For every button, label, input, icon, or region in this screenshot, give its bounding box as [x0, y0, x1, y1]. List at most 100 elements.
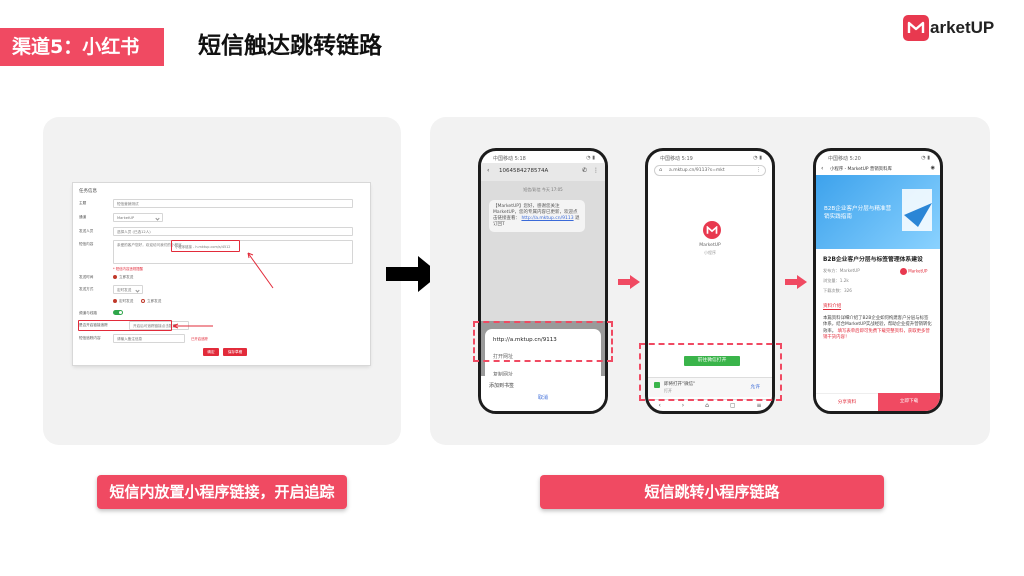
back-icon[interactable]: ‹ — [821, 165, 824, 172]
browser-address-bar[interactable]: ⌂ a.mktup.cn/9113?s=mkt ⋮ — [654, 165, 766, 176]
phone-call-icon[interactable]: ✆ — [581, 167, 587, 174]
form-row-options: 定时发送 立即发送 — [79, 297, 364, 306]
flow-arrow-pink-icon — [618, 275, 640, 289]
remark-input[interactable]: 请输入备注信息 — [113, 334, 185, 343]
app-name: MarketUP — [699, 243, 721, 248]
form-row-subject: 主题 短信营销测试 — [79, 199, 364, 208]
form-label: 发送方式 — [79, 287, 94, 291]
form-label: 发送人员 — [79, 229, 94, 233]
cancel-item[interactable]: 取消 — [537, 395, 548, 401]
submit-button[interactable]: 确定 — [203, 348, 219, 356]
lock-icon: ⌂ — [659, 167, 663, 173]
brand-logo: arketUP — [903, 15, 994, 41]
close-icon[interactable]: ◉ — [930, 165, 935, 171]
status-bar: 中国移动 5:20◔ ▮ — [828, 155, 930, 162]
form-row-channel: 通道 MarketUP — [79, 213, 364, 222]
content-warning: * 短信内容违规提醒 — [113, 267, 143, 271]
bottom-actions: 分享资料 立即下载 — [816, 393, 940, 411]
open-wechat-highlight — [639, 343, 782, 401]
recipients-input[interactable]: 选择人员 (已选12人) — [113, 227, 353, 236]
track-note: 已开启追踪 — [191, 337, 208, 341]
phone-mini-program: 中国移动 5:20◔ ▮ ‹ 小程序 - MarketUP 营销资料库 ◉ B2… — [813, 148, 943, 414]
open-url-item[interactable]: 打开网址 — [493, 354, 514, 360]
open-in-wechat-button[interactable]: 前往微信打开 — [684, 356, 740, 366]
open-app-dialog: 即将打开"微信" 打开 允许 — [648, 377, 772, 397]
form-row-send-time: 发送时间 立即发送 — [79, 273, 364, 282]
wechat-icon — [654, 382, 660, 388]
app-subtitle: 小程序 — [704, 250, 716, 255]
form-label: 频道与线路 — [79, 311, 97, 315]
link-highlight-box: 小程序链接 - h.mktup.com/s/4512 — [171, 240, 240, 252]
back-icon[interactable]: ‹ — [658, 402, 661, 409]
hero-text: B2B企业客户分层与精准营销实践指南 — [824, 206, 892, 220]
logo-text: arketUP — [930, 18, 995, 37]
dialog-sub: 打开 — [664, 388, 672, 393]
channel-tag: 渠道5：小红书 — [0, 28, 164, 66]
meta-views: 浏览量：1.2k — [823, 278, 849, 283]
form-label: 主题 — [79, 201, 87, 205]
paper-plane-icon — [902, 189, 932, 231]
more-icon[interactable]: ⋮ — [756, 167, 761, 173]
form-row-recipients: 发送人员 选择人员 (已选12人) — [79, 227, 364, 236]
channel-select[interactable]: MarketUP — [113, 213, 163, 222]
forward-icon[interactable]: › — [681, 402, 685, 409]
form-heading: 任务信息 — [79, 189, 97, 194]
meta-publisher: 发布方：MarketUP — [823, 268, 860, 273]
home-icon[interactable]: ⌂ — [705, 402, 709, 409]
sender-number: 1064584278574A — [499, 168, 549, 174]
copy-url-item[interactable]: 复制网址 — [493, 372, 514, 378]
bookmark-item-2[interactable]: 添加到书签 — [489, 383, 515, 389]
menu-icon[interactable]: ≡ — [756, 402, 762, 409]
flow-arrow-pink-icon — [785, 275, 807, 289]
share-button[interactable]: 分享资料 — [816, 393, 878, 411]
sms-task-form: 任务信息 主题 短信营销测试 通道 MarketUP 发送人员 选择人员 (已选… — [73, 183, 370, 365]
sms-header: ‹ 1064584278574A ✆ ⋮ — [481, 163, 605, 181]
save-draft-button[interactable]: 保存草稿 — [223, 348, 247, 356]
send-time-radio[interactable]: 立即发送 — [113, 275, 133, 280]
page-title: 短信触达跳转链路 — [198, 33, 382, 59]
phone-sms: 中国移动 5:18◔ ▮ ‹ 1064584278574A ✆ ⋮ 短信/彩信 … — [478, 148, 608, 414]
sms-thread: 短信/彩信 今天 17:05 【MarketUP】您好，感谢您关注MarketU… — [481, 181, 605, 321]
status-bar: 中国移动 5:18◔ ▮ — [493, 155, 595, 162]
brand-logo-icon — [900, 268, 907, 275]
phone-browser: 中国移动 5:19◔ ▮ ⌂ a.mktup.cn/9113?s=mkt ⋮ M… — [645, 148, 775, 414]
track-highlight-box — [78, 320, 172, 331]
message-bubble: 【MarketUP】您好，感谢您关注MarketUP，您的专属内容已更新，欢迎点… — [489, 200, 585, 232]
status-toggle[interactable] — [113, 310, 123, 315]
tabs-icon[interactable]: ▢ — [729, 402, 736, 409]
app-logo-icon — [703, 221, 721, 239]
nav-title: 小程序 - MarketUP 营销资料库 — [830, 167, 892, 172]
popup-url: http://a.mktup.cn/9113 — [493, 337, 557, 343]
option-radio-2[interactable]: 立即发送 — [141, 299, 161, 304]
send-type-select[interactable]: 定时发送 — [113, 285, 143, 294]
message-link[interactable]: http://a.mktup.cn/9113 — [521, 216, 574, 221]
download-button[interactable]: 立即下载 — [878, 393, 940, 411]
back-icon[interactable]: ‹ — [487, 167, 490, 174]
brand-tag: MarketUP — [900, 268, 927, 275]
section-tab[interactable]: 资料介绍 — [823, 304, 842, 310]
subject-input[interactable]: 短信营销测试 — [113, 199, 353, 208]
form-row-remark: 短信追踪内容 请输入备注信息 已开启追踪 — [79, 334, 364, 343]
form-label: 通道 — [79, 215, 87, 219]
dialog-text: 即将打开"微信" — [664, 382, 696, 387]
mini-nav-bar: ‹ 小程序 - MarketUP 营销资料库 ◉ — [816, 163, 940, 175]
status-bar: 中国移动 5:19◔ ▮ — [660, 155, 762, 162]
article-title: B2B企业客户分层与标签管理体系建设 — [823, 257, 923, 263]
sms-link-highlight — [473, 321, 613, 362]
form-row-status: 频道与线路 — [79, 309, 364, 318]
form-label: 短信追踪内容 — [79, 336, 101, 340]
caption-right: 短信跳转小程序链路 — [540, 475, 884, 509]
meta-downloads: 下载次数：326 — [823, 288, 852, 293]
form-label: 短信内容 — [79, 242, 94, 246]
message-date: 短信/彩信 今天 17:05 — [523, 187, 563, 192]
allow-button[interactable]: 允许 — [750, 385, 760, 390]
pointer-arrows — [172, 252, 274, 329]
hero-banner: B2B企业客户分层与精准营销实践指南 — [816, 175, 940, 249]
article-body: 本篇资料详细介绍了B2B企业如何构建客户分层与标签体系，结合MarketUP实战… — [823, 316, 932, 341]
link-action-sheet: http://a.mktup.cn/9113 打开网址 复制网址 添加到书签 添… — [481, 321, 605, 411]
option-radio-1[interactable]: 定时发送 — [113, 299, 133, 304]
more-icon[interactable]: ⋮ — [593, 167, 599, 174]
caption-left: 短信内放置小程序链接，开启追踪 — [97, 475, 347, 509]
sheet-bottom: 添加到书签 取消 — [481, 376, 605, 411]
form-label: 发送时间 — [79, 275, 94, 279]
